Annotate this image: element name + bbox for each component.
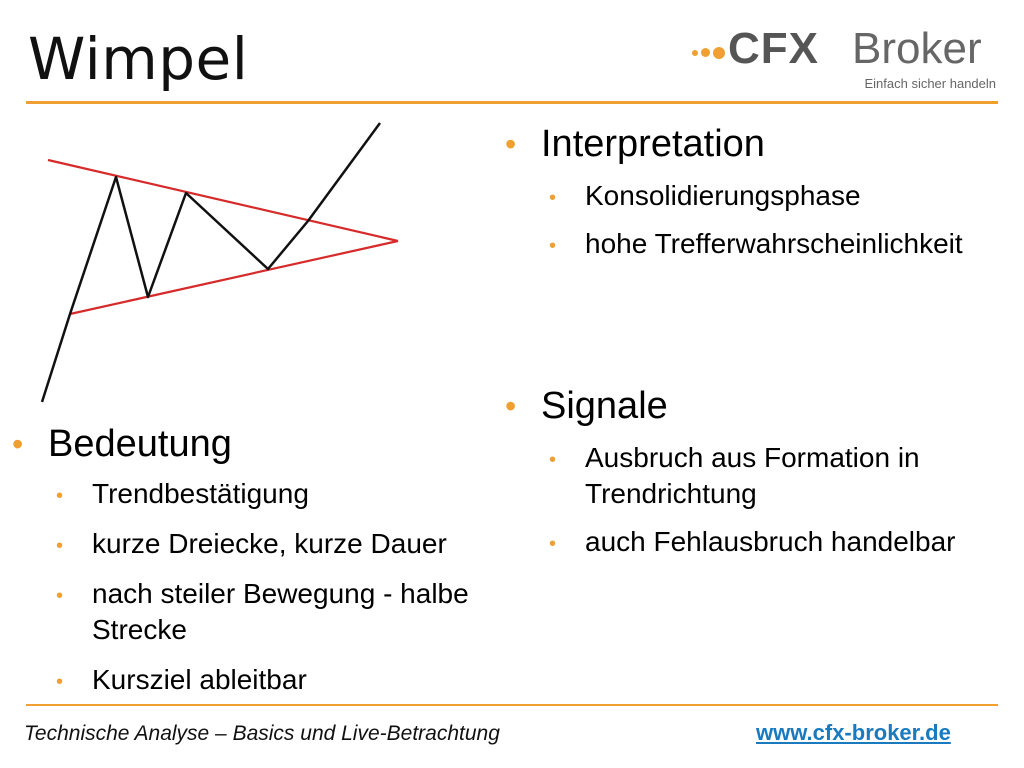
website-link[interactable]: www.cfx-broker.de	[756, 720, 951, 745]
bullet-icon: •	[549, 449, 557, 471]
price-line	[40, 122, 382, 403]
bedeutung-section: • Bedeutung • Trendbestätigung • kurze D…	[12, 422, 512, 698]
list-item: • nach steiler Bewegung - halbe Strecke	[56, 578, 469, 645]
list-item: • Konsolidierungsphase	[549, 178, 963, 214]
list-item: • Trendbestätigung	[56, 476, 512, 512]
logo-dots-icon	[692, 44, 728, 62]
bullet-icon: •	[505, 388, 517, 424]
signale-section: • Signale • Ausbruch aus Formation in Tr…	[505, 384, 1005, 560]
bedeutung-heading: • Bedeutung	[12, 423, 232, 465]
pennant-pattern-diagram	[40, 122, 399, 403]
bullet-icon: •	[549, 533, 557, 555]
logo-brand-light: Broker	[852, 24, 982, 73]
logo-brand-strong: CFX	[728, 24, 819, 73]
lower-trendline	[69, 239, 399, 316]
bullet-icon: •	[549, 235, 557, 257]
signale-heading: • Signale	[505, 385, 668, 427]
cfx-broker-logo: CFX Broker Einfach sicher handeln	[692, 24, 1002, 96]
bullet-icon: •	[56, 585, 64, 607]
header-divider	[26, 101, 998, 104]
interpretation-section: • Interpretation • Konsolidierungsphase …	[505, 122, 963, 262]
interpretation-heading: • Interpretation	[505, 123, 765, 165]
footer-caption: Technische Analyse – Basics und Live-Bet…	[24, 722, 500, 745]
logo-tagline: Einfach sicher handeln	[864, 76, 996, 91]
list-item: • kurze Dreiecke, kurze Dauer	[56, 526, 512, 562]
upper-trendline	[47, 158, 399, 243]
bullet-icon: •	[549, 187, 557, 209]
bullet-icon: •	[56, 535, 64, 557]
bullet-icon: •	[56, 485, 64, 507]
list-item: • Kursziel ableitbar	[56, 662, 512, 698]
list-item: • hohe Trefferwahrscheinlichkeit	[549, 226, 963, 262]
bullet-icon: •	[12, 426, 24, 462]
list-item: • auch Fehlausbruch handelbar	[549, 524, 1005, 560]
slide-title: Wimpel	[28, 25, 249, 93]
footer-divider	[26, 704, 998, 706]
list-item: • Ausbruch aus Formation in Trendrichtun…	[549, 442, 920, 509]
bullet-icon: •	[505, 126, 517, 162]
bullet-icon: •	[56, 671, 64, 693]
